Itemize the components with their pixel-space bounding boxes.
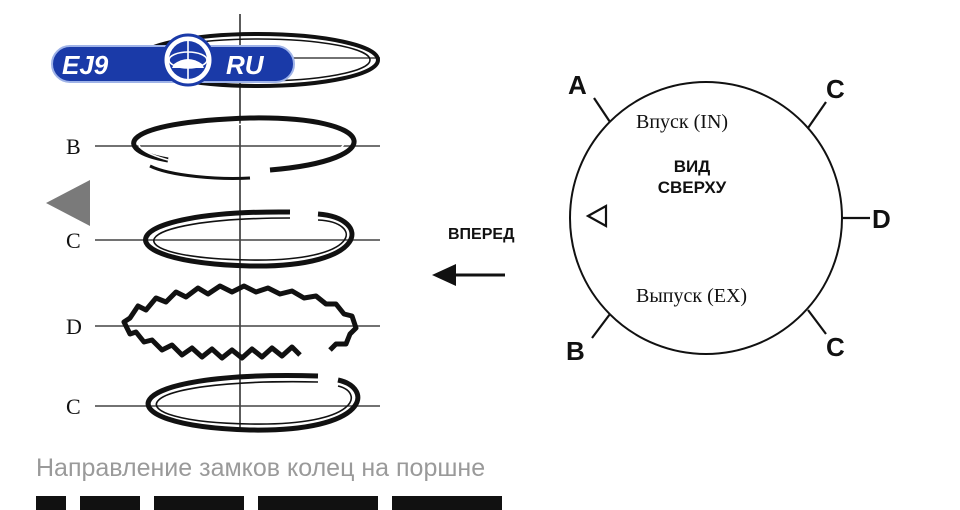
logo-car-icon	[172, 59, 204, 68]
figure-caption: Направление замков колец на поршне	[36, 454, 486, 482]
front-direction-triangle-icon	[46, 180, 90, 226]
marker-b: B	[566, 336, 585, 366]
ring-b	[95, 115, 380, 180]
next-heading-cropped	[36, 496, 506, 510]
top-view-title-line1: ВИД	[674, 157, 711, 176]
ring-label-d: D	[66, 314, 82, 339]
marker-c-bottom-right: C	[826, 332, 845, 362]
ring-label-b: B	[66, 134, 81, 159]
forward-arrow-icon	[432, 264, 505, 286]
diagram-canvas: B C D C EJ9 RU ВПЕРЕД	[46, 14, 891, 433]
ring-c-upper	[95, 209, 380, 269]
ring-label-c-lower: C	[66, 394, 81, 419]
ring-label-c-upper: C	[66, 228, 81, 253]
logo-text-right: RU	[226, 50, 265, 80]
marker-a: A	[568, 70, 587, 100]
tick-b	[591, 313, 611, 339]
tick-c-bottom-right	[807, 309, 827, 335]
tick-c-top-right	[807, 101, 827, 129]
intake-label: Впуск (IN)	[636, 111, 728, 133]
ring-d-oil	[95, 283, 380, 361]
logo-text-left: EJ9	[62, 50, 109, 80]
forward-label: ВПЕРЕД	[448, 226, 515, 243]
exhaust-label: Выпуск (EX)	[636, 285, 747, 307]
tick-a	[593, 97, 611, 123]
marker-d: D	[872, 204, 891, 234]
front-mark-triangle-icon	[585, 204, 608, 228]
ring-c-lower	[95, 373, 380, 433]
site-logo: EJ9 RU	[51, 33, 295, 87]
top-view-title-line2: СВЕРХУ	[658, 178, 727, 197]
piston-ring-diagram: B C D C EJ9 RU ВПЕРЕД	[46, 14, 891, 433]
marker-c-top-right: C	[826, 74, 845, 104]
top-view-diagram: A C D B C Впуск (IN) ВИД СВЕРХУ Выпуск (…	[566, 70, 891, 366]
